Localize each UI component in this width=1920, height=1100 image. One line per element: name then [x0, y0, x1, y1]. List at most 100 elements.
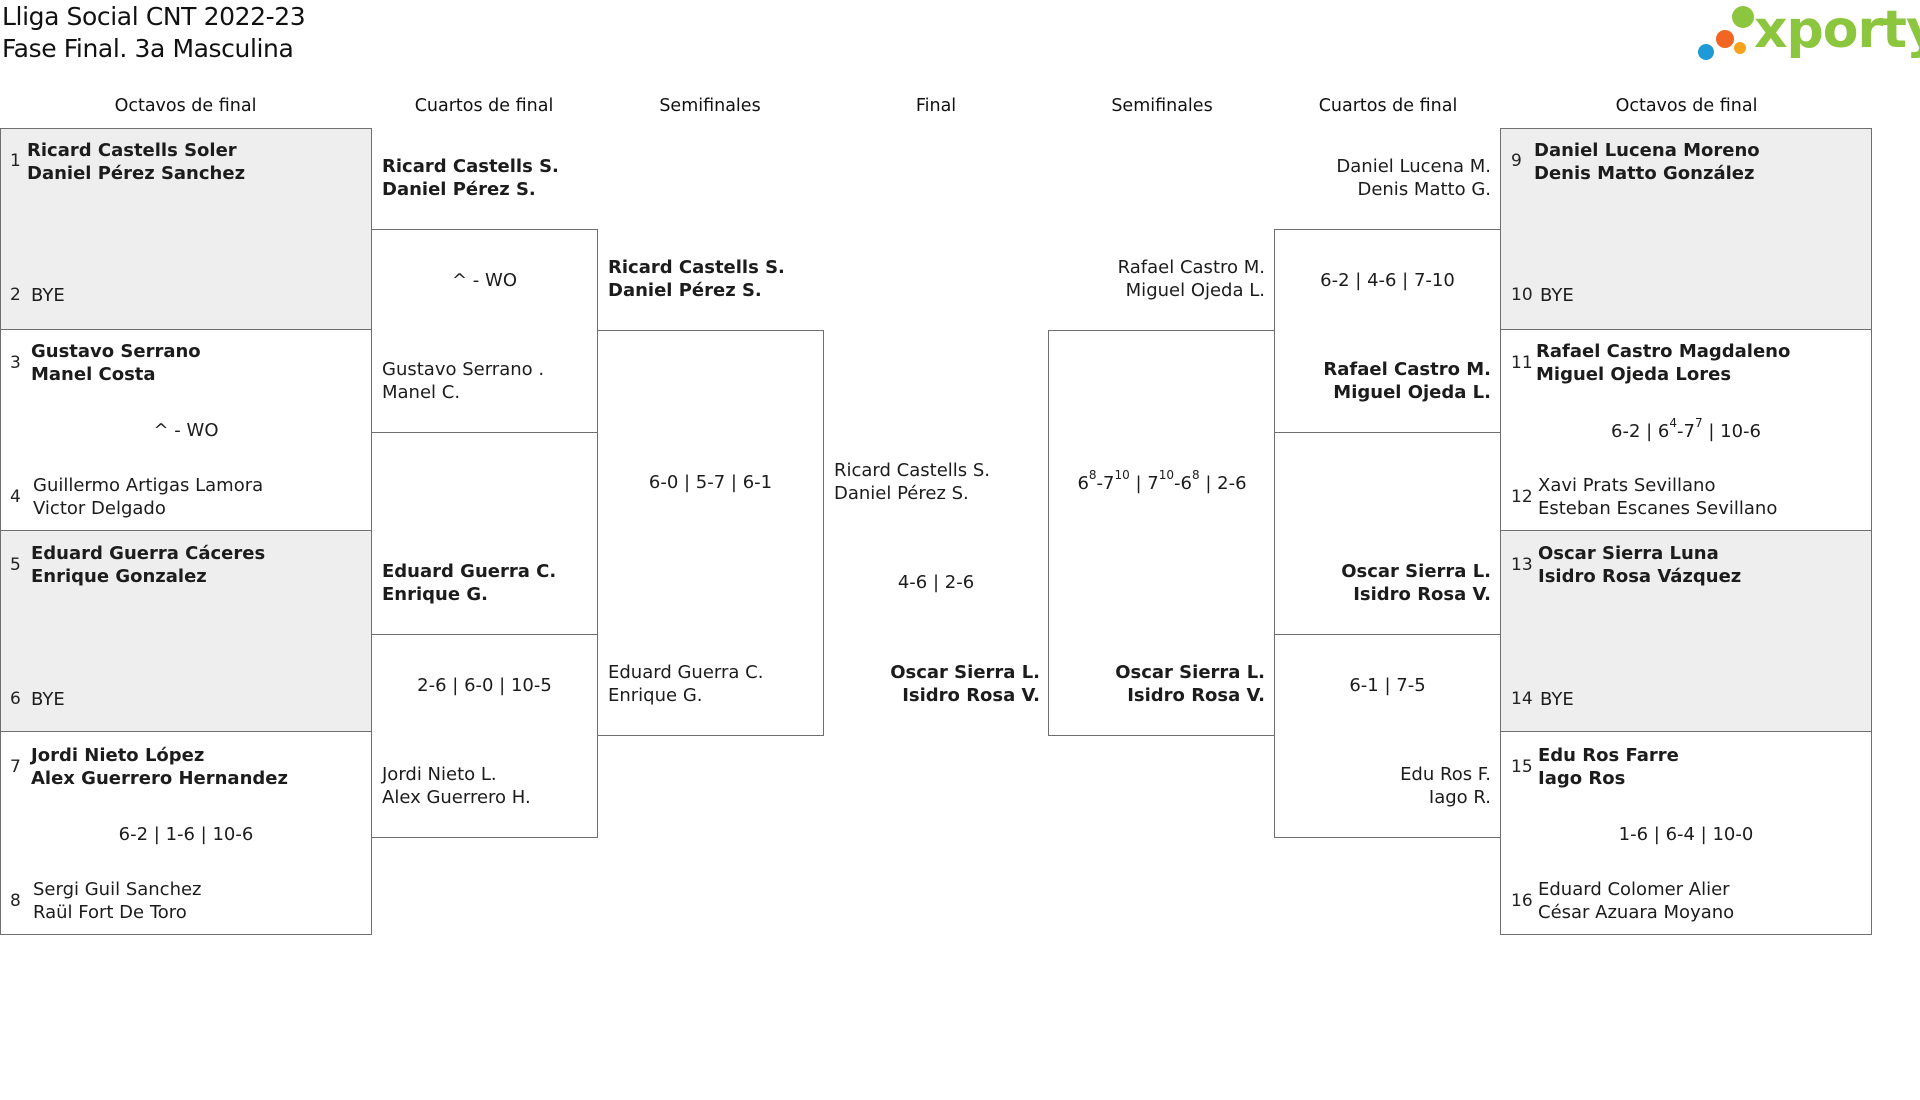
team-name: Isidro Rosa V. — [1127, 685, 1265, 706]
team-name: Alex Guerrero H. — [382, 787, 531, 808]
team-name: Edu Ros F. — [1400, 764, 1491, 785]
xporty-logo: xporty — [1696, 0, 1920, 68]
logo-dot-green — [1732, 6, 1754, 28]
team-name: Miguel Ojeda L. — [1125, 280, 1265, 301]
team-name: Edu Ros Farre — [1538, 745, 1679, 766]
team-name: Isidro Rosa V. — [902, 685, 1040, 706]
bye-label: BYE — [1540, 285, 1574, 306]
team-name: Ricard Castells S. — [382, 156, 559, 177]
logo-dot-yellow — [1734, 42, 1746, 54]
match-score: 4-6 | 2-6 — [897, 572, 975, 593]
seed-number: 3 — [10, 353, 21, 373]
team-name: Eduard Colomer Alier — [1538, 879, 1730, 900]
logo-dot-blue — [1698, 44, 1714, 60]
team-name: Daniel Pérez S. — [834, 483, 969, 504]
team-name: Oscar Sierra L. — [890, 662, 1040, 683]
team-name: Ricard Castells S. — [608, 257, 785, 278]
team-name: Esteban Escanes Sevillano — [1538, 498, 1778, 519]
team-name: Jordi Nieto L. — [382, 764, 497, 785]
team-name: Oscar Sierra Luna — [1538, 543, 1719, 564]
team-name: Iago Ros — [1538, 768, 1626, 789]
match-score: 6-1 | 7-5 — [1349, 675, 1426, 696]
header-qf-right: Cuartos de final — [1318, 96, 1458, 116]
match-score: ^ - WO — [452, 270, 517, 291]
team-name: Alex Guerrero Hernandez — [31, 768, 288, 789]
header-qf-left: Cuartos de final — [414, 96, 554, 116]
seed-number: 1 — [10, 151, 21, 171]
team-name: Denis Matto G. — [1357, 179, 1491, 200]
seed-number: 9 — [1511, 151, 1522, 171]
team-name: Raül Fort De Toro — [33, 902, 187, 923]
header-r16-left: Octavos de final — [114, 96, 257, 116]
match-r16-left-3 — [0, 530, 372, 732]
match-r16-right-4 — [1500, 731, 1872, 935]
team-name: Gustavo Serrano . — [382, 359, 545, 380]
seed-number: 4 — [10, 487, 21, 507]
team-name: César Azuara Moyano — [1538, 902, 1735, 923]
team-name: Enrique G. — [382, 584, 488, 605]
seed-number: 14 — [1511, 689, 1533, 709]
team-name: Enrique G. — [608, 685, 703, 706]
seed-number: 5 — [10, 555, 21, 575]
match-sf-right — [1048, 330, 1275, 736]
team-name: Manel C. — [382, 382, 461, 403]
header-r16-right: Octavos de final — [1615, 96, 1758, 116]
team-name: Manel Costa — [31, 364, 156, 385]
team-name: Daniel Lucena M. — [1336, 156, 1491, 177]
team-name: Sergi Guil Sanchez — [33, 879, 202, 900]
team-name: Oscar Sierra L. — [1341, 561, 1491, 582]
match-score: 6-2 | 64-77 | 10-6 — [1611, 416, 1761, 442]
match-r16-left-1 — [0, 128, 372, 330]
seed-number: 2 — [10, 285, 21, 305]
team-name: Daniel Lucena Moreno — [1534, 140, 1760, 161]
header-sf-left: Semifinales — [659, 96, 761, 116]
team-name: Victor Delgado — [33, 498, 166, 519]
team-name: Eduard Guerra C. — [608, 662, 764, 683]
team-name: Ricard Castells Soler — [27, 140, 237, 161]
seed-number: 7 — [10, 757, 21, 777]
team-name: Enrique Gonzalez — [31, 566, 207, 587]
team-name: Ricard Castells S. — [834, 460, 991, 481]
seed-number: 15 — [1511, 757, 1533, 777]
match-score: 2-6 | 6-0 | 10-5 — [417, 675, 552, 696]
team-name: Daniel Pérez S. — [608, 280, 762, 301]
match-score: 6-0 | 5-7 | 6-1 — [648, 472, 773, 493]
seed-number: 10 — [1511, 285, 1533, 305]
header-final: Final — [915, 96, 957, 116]
team-name: Oscar Sierra L. — [1115, 662, 1265, 683]
team-name: Isidro Rosa V. — [1353, 584, 1491, 605]
match-score: ^ - WO — [153, 420, 219, 441]
team-name: Jordi Nieto López — [31, 745, 205, 766]
seed-number: 16 — [1511, 891, 1533, 911]
logo-dot-orange — [1716, 30, 1734, 48]
team-name: Eduard Guerra C. — [382, 561, 557, 582]
team-name: Guillermo Artigas Lamora — [33, 475, 264, 496]
page-title-line1: Lliga Social CNT 2022-23 — [2, 2, 306, 31]
match-qf-left-2 — [371, 634, 598, 838]
team-name: Iago R. — [1428, 787, 1491, 808]
seed-number: 8 — [10, 891, 21, 911]
page-title-line2: Fase Final. 3a Masculina — [2, 34, 294, 63]
match-sf-left — [597, 330, 824, 736]
seed-number: 6 — [10, 689, 21, 709]
team-name: Rafael Castro Magdaleno — [1536, 341, 1791, 362]
bye-label: BYE — [31, 285, 65, 306]
team-name: Daniel Pérez S. — [382, 179, 536, 200]
team-name: Rafael Castro M. — [1323, 359, 1491, 380]
team-name: Gustavo Serrano — [31, 341, 201, 362]
seed-number: 12 — [1511, 487, 1533, 507]
team-name: Rafael Castro M. — [1117, 257, 1265, 278]
bye-label: BYE — [31, 689, 65, 710]
team-name: Miguel Ojeda Lores — [1536, 364, 1732, 385]
match-score: 6-2 | 4-6 | 7-10 — [1320, 270, 1455, 291]
team-name: Denis Matto González — [1534, 163, 1755, 184]
seed-number: 11 — [1511, 353, 1533, 373]
match-score: 68-710 | 710-68 | 2-6 — [1077, 468, 1247, 494]
match-score: 6-2 | 1-6 | 10-6 — [118, 824, 254, 845]
header-sf-right: Semifinales — [1111, 96, 1213, 116]
match-r16-right-1 — [1500, 128, 1872, 330]
match-score: 1-6 | 6-4 | 10-0 — [1618, 824, 1754, 845]
team-name: Isidro Rosa Vázquez — [1538, 566, 1742, 587]
bye-label: BYE — [1540, 689, 1574, 710]
team-name: Miguel Ojeda L. — [1333, 382, 1491, 403]
